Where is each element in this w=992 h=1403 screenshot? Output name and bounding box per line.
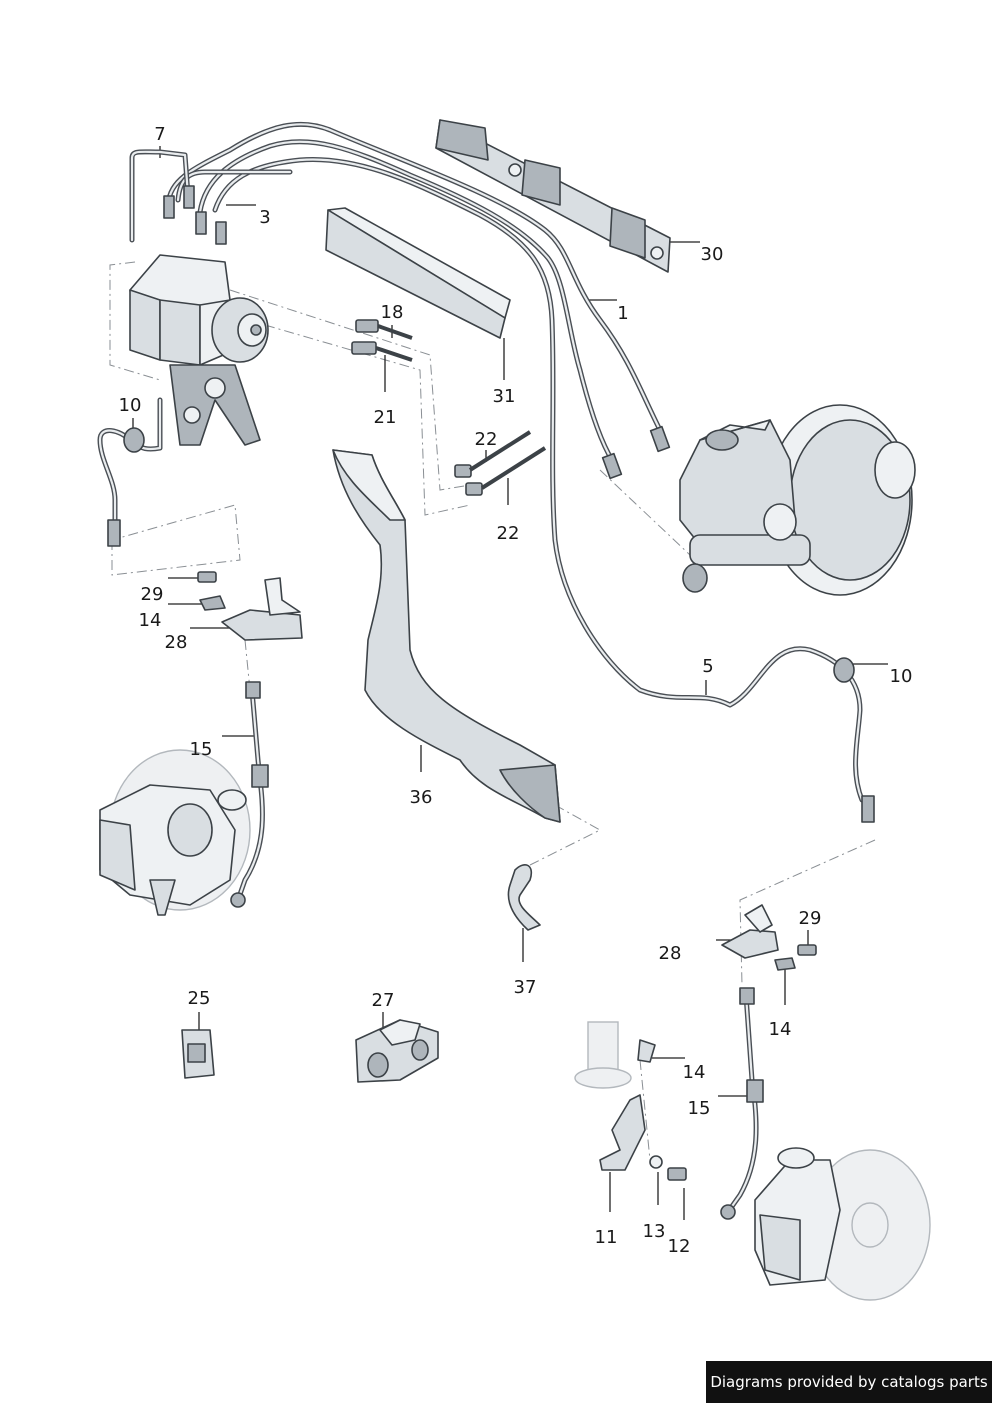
callout-7[interactable]: 7 [154,124,166,145]
callout-14-right[interactable]: 14 [768,1019,792,1040]
assembly-lines [109,261,876,1161]
callout-15-left[interactable]: 15 [189,739,213,760]
callout-12[interactable]: 12 [667,1236,691,1257]
strut-bracket-group [574,1021,687,1181]
callout-29-left[interactable]: 29 [140,584,164,605]
callout-21[interactable]: 21 [373,407,397,428]
callout-27[interactable]: 27 [371,990,395,1011]
callout-15-right[interactable]: 15 [687,1098,711,1119]
callout-36[interactable]: 36 [409,787,433,808]
wheel-hub-right [754,1147,931,1301]
attribution-text: Diagrams provided by catalogs parts [710,1373,988,1391]
clip-25 [181,1029,215,1079]
brake-hose-right [720,987,764,1220]
bracket-28-left [197,571,303,641]
callout-3[interactable]: 3 [259,207,271,228]
bolts [351,319,547,496]
callout-37[interactable]: 37 [513,977,537,998]
clip-27 [355,1019,439,1083]
callout-30[interactable]: 30 [700,244,724,265]
callout-14-left[interactable]: 14 [138,610,162,631]
callout-22-upper[interactable]: 22 [474,429,498,450]
callout-13[interactable]: 13 [642,1221,666,1242]
callout-31[interactable]: 31 [492,386,516,407]
shield-plate-31 [325,207,511,339]
callout-14-strut[interactable]: 14 [682,1062,706,1083]
brake-pipes [97,121,865,803]
abs-unit [129,254,269,446]
callout-5[interactable]: 5 [702,656,714,677]
callout-10-left[interactable]: 10 [118,395,142,416]
pipe-fittings [107,185,875,823]
callout-25[interactable]: 25 [187,988,211,1009]
heat-shield-30 [435,119,671,273]
master-cylinder [679,404,916,596]
callout-29-right[interactable]: 29 [798,908,822,929]
callout-11[interactable]: 11 [594,1227,618,1248]
callout-28-left[interactable]: 28 [164,632,188,653]
bracket-36 [332,449,561,823]
attribution-badge: Diagrams provided by catalogs parts [706,1361,992,1403]
bracket-37 [507,864,541,931]
callout-10-right[interactable]: 10 [889,666,913,687]
callout-18[interactable]: 18 [380,302,404,323]
brake-hose-left [230,681,269,908]
callout-22-lower[interactable]: 22 [496,523,520,544]
bracket-28-right [721,904,817,971]
leader-lines [132,146,888,1220]
callout-28-right[interactable]: 28 [658,943,682,964]
callout-1[interactable]: 1 [617,303,629,324]
wheel-hub-left [99,749,251,916]
